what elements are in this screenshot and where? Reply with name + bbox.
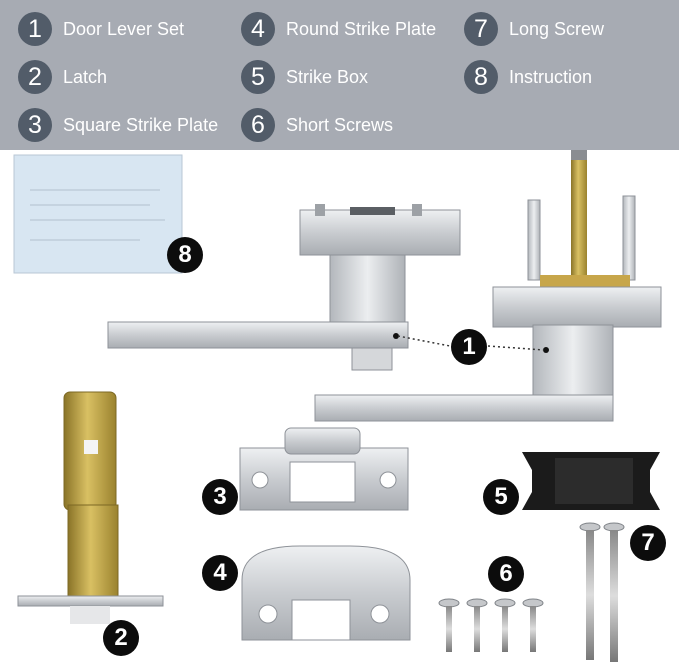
square-strike-plate bbox=[239, 427, 409, 511]
legend-label: Door Lever Set bbox=[63, 18, 185, 39]
legend-label: Square Strike Plate bbox=[63, 114, 219, 135]
legend-label: Instruction bbox=[509, 66, 593, 87]
badge-round-strike-plate: 4 bbox=[202, 555, 238, 591]
instruction-sheet bbox=[13, 154, 183, 274]
legend-number: 6 bbox=[241, 108, 275, 142]
legend-number: 2 bbox=[18, 60, 52, 94]
legend-label: Strike Box bbox=[286, 66, 369, 87]
badge-latch: 2 bbox=[103, 620, 139, 656]
legend-number: 8 bbox=[464, 60, 498, 94]
badge-square-strike-plate: 3 bbox=[202, 479, 238, 515]
badge-short-screws: 6 bbox=[488, 556, 524, 592]
parts-legend: 1 Door Lever Set 2 Latch 3 Square Strike… bbox=[0, 0, 679, 150]
legend-number: 7 bbox=[464, 12, 498, 46]
legend-item-short-screws: 6 Short Screws bbox=[241, 107, 393, 143]
strike-box bbox=[522, 452, 660, 510]
badge-instruction: 8 bbox=[167, 237, 203, 273]
legend-number: 1 bbox=[18, 12, 52, 46]
legend-number: 4 bbox=[241, 12, 275, 46]
badge-strike-box: 5 bbox=[483, 479, 519, 515]
legend-item-door-lever-set: 1 Door Lever Set bbox=[18, 11, 184, 47]
short-screws bbox=[438, 598, 544, 652]
legend-item-round-strike-plate: 4 Round Strike Plate bbox=[241, 11, 436, 47]
legend-number: 3 bbox=[18, 108, 52, 142]
door-lever-right bbox=[314, 150, 662, 422]
long-screws bbox=[579, 522, 625, 662]
legend-item-latch: 2 Latch bbox=[18, 59, 107, 95]
door-lever-left bbox=[107, 204, 461, 371]
legend-number: 5 bbox=[241, 60, 275, 94]
legend-item-strike-box: 5 Strike Box bbox=[241, 59, 368, 95]
badge-door-lever-set: 1 bbox=[451, 329, 487, 365]
legend-label: Latch bbox=[63, 66, 108, 87]
legend-label: Long Screw bbox=[509, 18, 605, 39]
legend-item-long-screw: 7 Long Screw bbox=[464, 11, 604, 47]
latch bbox=[17, 391, 164, 624]
badge-long-screw: 7 bbox=[630, 525, 666, 561]
legend-item-square-strike-plate: 3 Square Strike Plate bbox=[18, 107, 218, 143]
legend-label: Short Screws bbox=[286, 114, 394, 135]
legend-label: Round Strike Plate bbox=[286, 18, 437, 39]
product-photo bbox=[13, 150, 662, 662]
legend-item-instruction: 8 Instruction bbox=[464, 59, 592, 95]
round-strike-plate bbox=[241, 545, 411, 641]
